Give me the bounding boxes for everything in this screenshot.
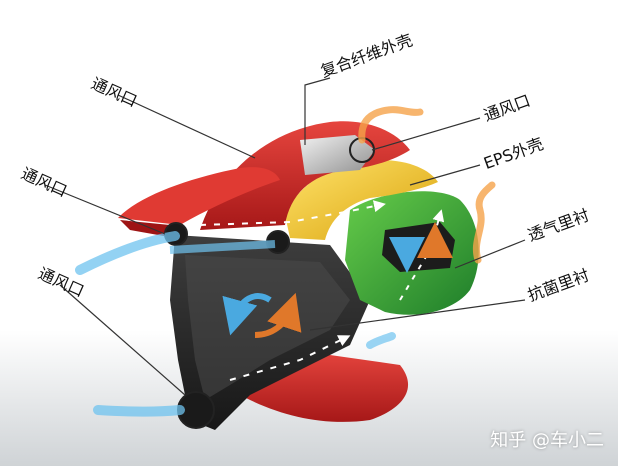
airflow-chin-exit <box>366 332 396 349</box>
visor-peak <box>118 167 280 225</box>
exhaust-plume-rear <box>472 181 496 264</box>
top-vent-plate <box>300 135 375 175</box>
leader-eps-shell <box>409 164 481 186</box>
airflow-channel-top <box>199 200 386 226</box>
leader-vent-top-right <box>371 117 481 151</box>
eps-layer <box>285 160 438 240</box>
liner-window <box>382 222 455 272</box>
airflow-orange-recirc <box>254 292 302 338</box>
airflow-channel-chin <box>229 335 351 381</box>
leader-vent-mid-left <box>44 184 166 235</box>
airflow-intake-brow <box>75 231 180 275</box>
leader-lines <box>44 77 526 396</box>
leader-antibacterial-liner <box>309 299 526 331</box>
leader-vent-low-left <box>59 284 186 396</box>
leader-fiber-shell <box>304 77 331 145</box>
exhaust-plume-top <box>358 106 424 144</box>
airflow-intake-mid <box>169 240 276 254</box>
watermark: 知乎 @车小二 <box>490 430 604 451</box>
leader-vent-top-left <box>117 94 256 159</box>
airflow-intake-chin <box>93 405 185 417</box>
leader-breathable-liner <box>454 239 526 269</box>
airflow-blue-recirc <box>222 293 272 336</box>
